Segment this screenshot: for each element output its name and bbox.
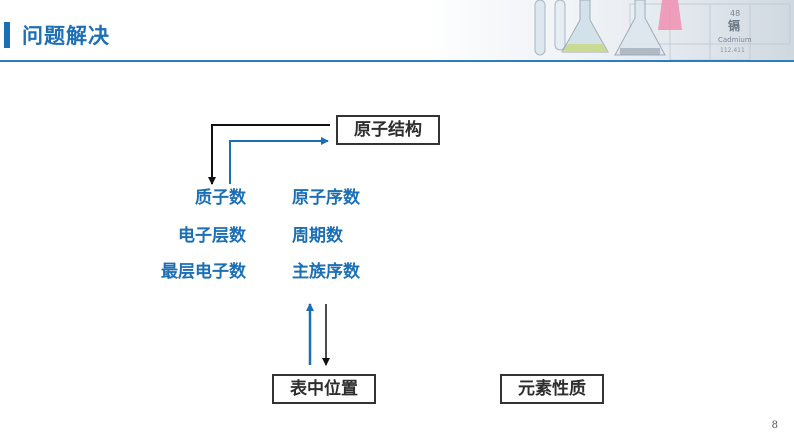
box-element-properties: 元素性质 (500, 374, 604, 404)
label-electron-shells: 电子层数 (178, 226, 246, 246)
arrow-position-to-structure (229, 137, 329, 184)
label-period-number: 周期数 (292, 226, 343, 246)
box-atomic-structure: 原子结构 (336, 115, 440, 145)
label-proton-number: 质子数 (195, 188, 246, 208)
slide-title: 问题解决 (22, 24, 110, 48)
slide-header: 问题解决 (0, 0, 794, 62)
box-element-properties-label: 元素性质 (518, 379, 586, 399)
label-atomic-number: 原子序数 (292, 188, 360, 208)
label-group-number: 主族序数 (292, 262, 360, 282)
element-number-text: 48 (730, 9, 740, 18)
element-name-text: Cadmium (718, 36, 752, 44)
header-accent-bar (4, 22, 10, 48)
page-number: 8 (771, 420, 778, 431)
box-table-position-label: 表中位置 (290, 379, 358, 399)
label-outer-electrons: 最层电子数 (161, 262, 246, 282)
box-atomic-structure-label: 原子结构 (354, 120, 422, 140)
chemistry-banner-image: 48 镉 Cadmium 112.411 (430, 0, 794, 60)
element-mass-text: 112.411 (720, 47, 745, 54)
element-symbol-text: 镉 (728, 18, 740, 33)
header-divider (0, 60, 794, 62)
arrow-structure-to-properties (208, 124, 330, 185)
box-table-position: 表中位置 (272, 374, 376, 404)
